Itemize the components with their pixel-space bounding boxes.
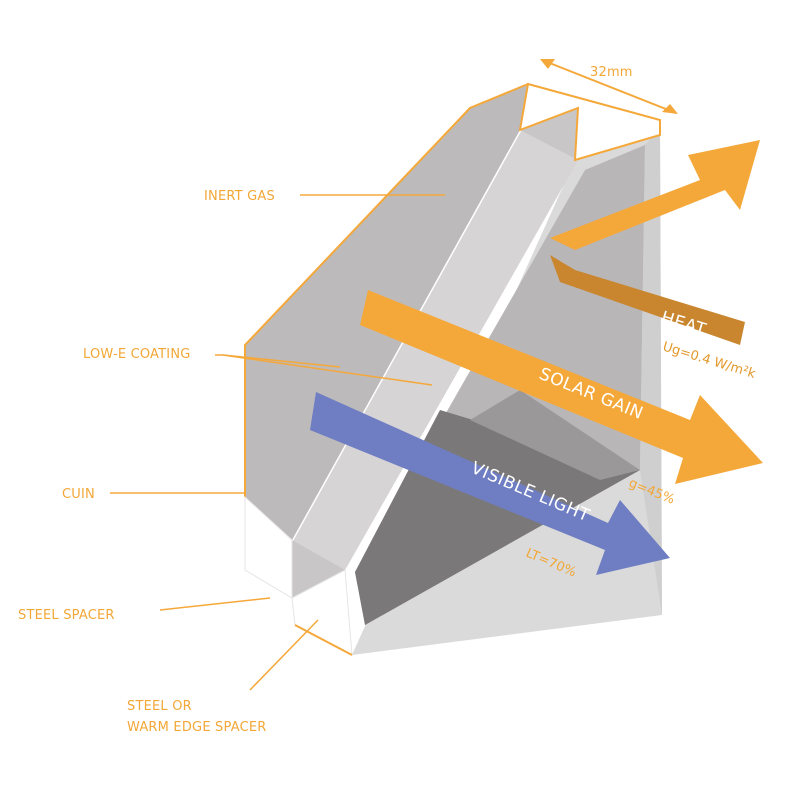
steel-spacer-label: STEEL SPACER: [18, 608, 115, 623]
visible-light-band: [310, 392, 670, 575]
inner-pane-edge: [244, 83, 529, 497]
spacer-edge-line: [294, 624, 353, 656]
warm-edge-label-line1: STEEL OR: [127, 699, 192, 714]
steel-spacer-leader: [159, 597, 271, 611]
heat-value: Ug=0.4 W/m²k: [661, 339, 758, 382]
dimension-label: 32mm: [590, 65, 633, 80]
dimension-arrow-left-icon: [540, 59, 555, 69]
low-e-coating-label: LOW-E COATING: [83, 347, 191, 362]
callout-lines: [110, 194, 445, 691]
dimension-arrow-right-icon: [662, 104, 678, 114]
warm-edge-label-line2: WARM EDGE SPACER: [127, 720, 267, 735]
inert-gas-label: INERT GAS: [204, 189, 275, 204]
heat-in-band: [550, 255, 745, 345]
dimension-line: [541, 59, 677, 114]
solar-gain-band: [360, 290, 763, 484]
cuin-label: CUIN: [62, 487, 95, 502]
low-e-leader-2: [222, 354, 433, 386]
top-frame-cap: [518, 82, 661, 162]
dimension-32mm: 32mm: [540, 59, 678, 114]
heat-out-arrow: [550, 140, 760, 250]
outer-pane-side: [640, 128, 662, 615]
outer-pane-depth: [470, 390, 640, 480]
spacer-bars: [244, 495, 353, 656]
warm-edge-leader: [249, 619, 319, 691]
